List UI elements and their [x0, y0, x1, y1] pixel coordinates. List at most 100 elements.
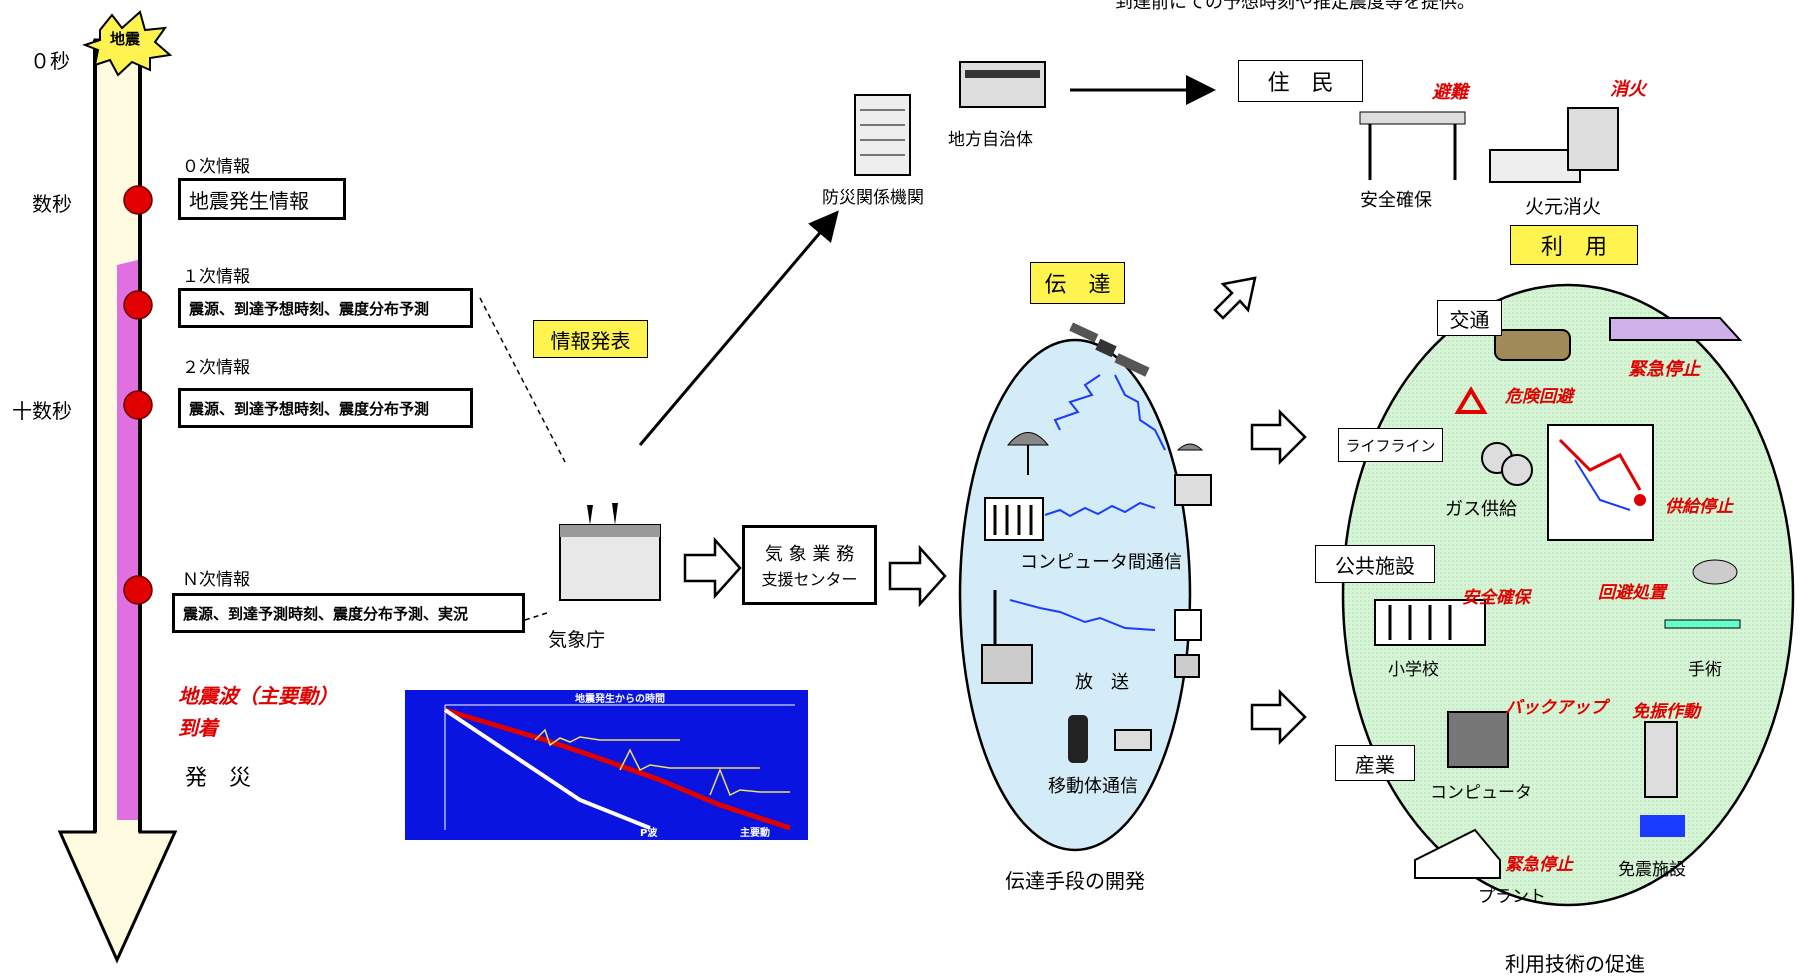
info-level-box-1: 震源、到達予想時刻、震度分布予測 [178, 288, 473, 328]
disaster-orgs-label: 防災関係機関 [822, 188, 924, 208]
utilization-badge: 利 用 [1510, 225, 1638, 265]
time-label-1: 数秒 [32, 192, 72, 216]
time-label-2: 十数秒 [12, 399, 72, 423]
utilization-ellipse [1341, 283, 1795, 907]
surgery-label: 手術 [1688, 660, 1722, 680]
disaster-label: 発 災 [185, 766, 252, 791]
computer-server-icon [984, 497, 1044, 541]
warning-triangle-icon [1454, 386, 1488, 414]
info-level-content-1: 震源、到達予想時刻、震度分布予測 [189, 299, 430, 318]
block-arrow-mid [1250, 408, 1307, 466]
info-marker-2 [123, 390, 153, 420]
car-icon [1494, 329, 1571, 361]
disaster-org-building-icon [854, 94, 911, 176]
danger-avoid-label: 危険回避 [1505, 387, 1573, 407]
quake-burst-icon [82, 10, 173, 77]
shelter-table-icon [1359, 111, 1466, 180]
seismo-title: 地震発生からの時間 [575, 694, 665, 705]
safety-ensure-label: 安全確保 [1462, 588, 1530, 608]
support-center-box: 気 象 業 務 支援センター [742, 525, 877, 605]
transmission-caption: 伝達手段の開発 [1005, 869, 1145, 893]
jma-label: 気象庁 [548, 629, 606, 651]
header-note: 到達前にての予想時刻や推定震度等を提供。 [1115, 0, 1475, 13]
dish-antenna-icon [1006, 432, 1050, 475]
time-label-0: ０秒 [30, 49, 70, 73]
block-arrow-jma-to-center [683, 536, 742, 600]
info-level-content-n: 震源、到達予測時刻、震度分布予測、実況 [183, 604, 469, 623]
arrival-line1: 地震波（主要動） [178, 684, 338, 708]
safety-label: 安全確保 [1360, 190, 1432, 211]
supply-map-icon [1547, 424, 1654, 541]
support-center-line1: 気 象 業 務 [764, 544, 855, 565]
computer-equipment-icon [1447, 711, 1509, 768]
school-label: 小学校 [1388, 660, 1439, 680]
info-level-label-0: ０次情報 [182, 157, 250, 177]
mobile-phone-icon [1068, 715, 1152, 763]
arrival-line2: 到着 [178, 716, 218, 740]
evacuate-label: 避難 [1432, 82, 1468, 103]
emergency-stop-label: 緊急停止 [1628, 359, 1700, 380]
stove-heater-icon [1489, 107, 1619, 183]
avoid-measure-label: 回避処置 [1598, 583, 1666, 603]
dashed-connector-1 [479, 297, 566, 463]
radio-wave-2 [1114, 374, 1166, 451]
seismo-s-label: 主要動 [740, 828, 770, 839]
plant-label: プラント [1478, 887, 1546, 907]
school-building-icon [1374, 599, 1486, 646]
computer-comm-label: コンピュータ間通信 [1020, 552, 1182, 573]
category-public: 公共施設 [1315, 545, 1435, 583]
isolation-act-label: 免振作動 [1632, 702, 1700, 722]
info-marker-0 [123, 185, 153, 215]
gas-meter-icon [1481, 442, 1533, 486]
train-icon [1609, 317, 1743, 341]
emergency-stop2-label: 緊急停止 [1505, 855, 1573, 875]
local-gov-building-icon [959, 61, 1046, 108]
info-level-box-n: 震源、到達予測時刻、震度分布予測、実況 [172, 593, 525, 633]
broadcast-tower-icon [981, 590, 1033, 684]
quake-badge: 地震 [110, 30, 141, 48]
computer-label: コンピュータ [1430, 783, 1532, 803]
info-level-box-0: 地震発生情報 [178, 178, 346, 220]
local-gov-label: 地方自治体 [948, 130, 1033, 150]
transmission-badge: 伝 達 [1030, 262, 1125, 304]
seismo-p-label: P波 [640, 828, 658, 839]
radio-wave-3 [1044, 501, 1156, 518]
info-level-box-2: 震源、到達予想時刻、震度分布予測 [178, 388, 473, 428]
utilization-caption: 利用技術の促進 [1505, 952, 1645, 976]
satellite-icon [1069, 322, 1150, 377]
category-traffic: 交通 [1437, 300, 1502, 336]
isolation-facility-label: 免震施設 [1618, 860, 1686, 880]
info-level-label-1: １次情報 [182, 267, 250, 287]
info-level-label-2: ２次情報 [182, 358, 250, 378]
radio-wave-1 [1053, 374, 1101, 431]
dashed-connector-n [524, 611, 551, 621]
arrow-to-orgs [638, 210, 839, 446]
gas-label: ガス供給 [1445, 499, 1517, 520]
mobile-label: 移動体通信 [1048, 776, 1138, 797]
backup-label: バックアップ [1505, 698, 1607, 718]
block-arrow-low [1250, 688, 1307, 746]
isolation-device-icon [1640, 721, 1685, 837]
radio-wave-4 [1009, 599, 1156, 631]
info-level-content-0: 地震発生情報 [189, 188, 309, 213]
info-marker-n [123, 575, 153, 605]
info-level-label-n: Ｎ次情報 [182, 570, 250, 590]
monitor-icon [1174, 443, 1212, 506]
seismogram-figure [405, 690, 808, 840]
radio-tv-icon [1174, 609, 1202, 678]
surgery-bed-icon [1664, 559, 1741, 629]
announce-badge: 情報発表 [533, 320, 648, 358]
extinguish-label: 消火 [1610, 79, 1646, 100]
category-lifeline: ライフライン [1338, 428, 1443, 462]
plant-facility-icon [1414, 828, 1501, 879]
broadcast-label: 放 送 [1075, 672, 1129, 693]
info-level-content-2: 震源、到達予想時刻、震度分布予測 [189, 399, 430, 418]
fire-off-label: 火元消火 [1525, 196, 1602, 218]
support-center-line2: 支援センター [761, 570, 858, 589]
block-arrow-center-to-trans [888, 544, 947, 608]
residents-box: 住 民 [1238, 60, 1363, 102]
timeline-arrow [57, 38, 178, 964]
block-arrow-up [1213, 276, 1257, 320]
category-industry: 産業 [1335, 745, 1415, 781]
